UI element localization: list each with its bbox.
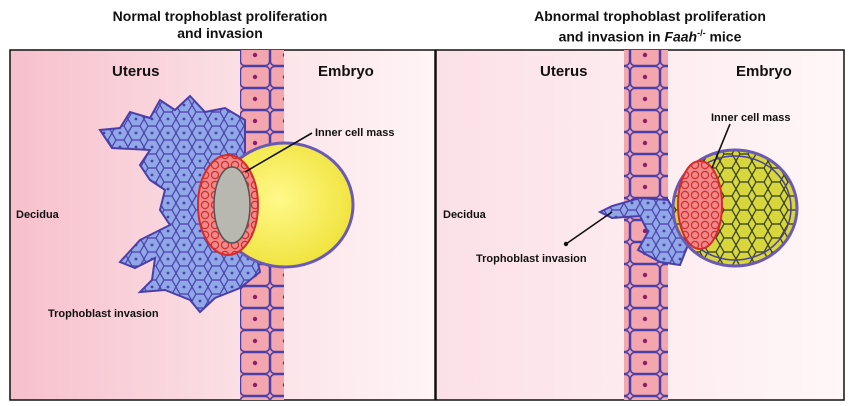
left-inner-cavity [214,167,250,243]
right-trophoblast-invasion-label: Trophoblast invasion [476,253,587,265]
right-panel: Uterus Embryo Decidua Inner cell mass Tr… [436,50,844,400]
left-embryo-label: Embryo [318,63,374,80]
left-trophoblast-invasion-label: Trophoblast invasion [48,308,159,320]
right-invasion-pointer-dot [564,242,568,246]
right-inner-cell-mass-label: Inner cell mass [711,112,791,124]
left-inner-cell-mass-label: Inner cell mass [315,127,395,139]
left-panel: Uterus Embryo Decidua Inner cell mass Tr… [10,50,435,400]
left-uterus-label: Uterus [112,63,160,80]
left-decidua-label: Decidua [16,209,60,221]
right-inner-cell-mass [678,161,722,249]
right-uterus-label: Uterus [540,63,588,80]
right-decidua-label: Decidua [443,209,487,221]
right-embryo-label: Embryo [736,63,792,80]
